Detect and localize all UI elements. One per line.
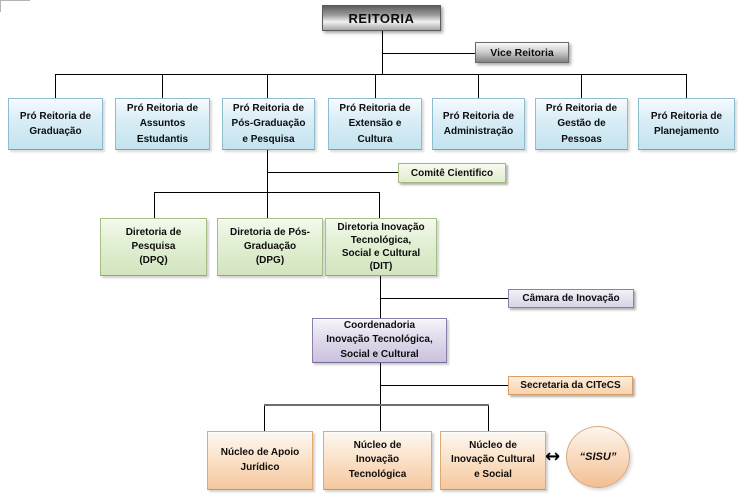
connector-secretaria-branch <box>380 385 508 386</box>
connector-drop <box>686 74 687 98</box>
node-pro-reitoria-planejamento: Pró Reitoria de Planejamento <box>638 98 735 150</box>
connector-drop <box>267 192 268 218</box>
node-nucleo-apoio-juridico: Núcleo de Apoio Jurídico <box>207 431 313 490</box>
connector-drop <box>267 74 268 98</box>
connector-comite-branch <box>267 172 398 173</box>
connector-nucleo-bus <box>264 404 489 406</box>
node-diretoria-pesquisa-dpq: Diretoria de Pesquisa (DPQ) <box>100 218 207 276</box>
node-pro-reitoria-gestao-pessoas: Pró Reitoria de Gestão de Pessoas <box>535 98 628 150</box>
connector-drop <box>162 74 163 98</box>
node-reitoria: REITORIA <box>322 5 441 31</box>
page-corner-mark <box>0 0 1 12</box>
node-pro-reitoria-administracao: Pró Reitoria de Administração <box>432 98 525 150</box>
node-pro-reitoria-graduacao: Pró Reitoria de Graduação <box>8 98 103 150</box>
connector-drop <box>380 406 381 431</box>
node-pro-reitoria-pos-graduacao-pesquisa: Pró Reitoria de Pós-Graduação e Pesquisa <box>222 98 315 150</box>
node-sisu-circle: “SISU” <box>566 426 630 488</box>
node-pro-reitoria-assuntos-estudantis: Pró Reitoria de Assuntos Estudantis <box>115 98 210 150</box>
connector-drop <box>581 74 582 98</box>
node-vice-reitoria: Vice Reitoria <box>475 42 569 63</box>
node-comite-cientifico: Comitê Cientifico <box>398 163 506 183</box>
connector-camara-branch <box>380 298 508 299</box>
connector-drop <box>154 192 155 218</box>
double-arrow-icon: ↔ <box>545 446 561 467</box>
node-diretoria-inovacao-dit: Diretoria Inovação Tecnológica, Social e… <box>325 218 437 276</box>
node-coordenadoria-citecs: Coordenadoria Inovação Tecnológica, Soci… <box>312 318 447 363</box>
connector-drop <box>264 406 265 431</box>
node-pro-reitoria-extensao-cultura: Pró Reitoria de Extensão e Cultura <box>328 98 422 150</box>
node-secretaria-citecs: Secretaria da CITeCS <box>508 376 633 395</box>
connector-drop <box>478 74 479 98</box>
connector-dit-down <box>380 276 381 318</box>
connector-posgrad-down <box>267 150 268 192</box>
connector-drop <box>379 192 380 218</box>
node-nucleo-inovacao-tecnologica: Núcleo de Inovação Tecnológica <box>323 431 432 490</box>
connector-drop <box>488 406 489 431</box>
node-nucleo-inovacao-cultural-social: Núcleo de Inovação Cultural e Social <box>440 431 546 490</box>
node-camara-inovacao: Câmara de Inovação <box>508 289 634 308</box>
page-corner-mark <box>0 0 30 1</box>
connector-drop <box>375 74 376 98</box>
node-diretoria-pos-graduacao-dpg: Diretoria de Pós- Graduação (DPG) <box>217 218 323 276</box>
connector-vice-branch <box>382 53 475 54</box>
connector-drop <box>55 74 56 98</box>
connector-level1-bus <box>55 74 687 75</box>
connector-coordenadoria-down <box>380 363 381 405</box>
